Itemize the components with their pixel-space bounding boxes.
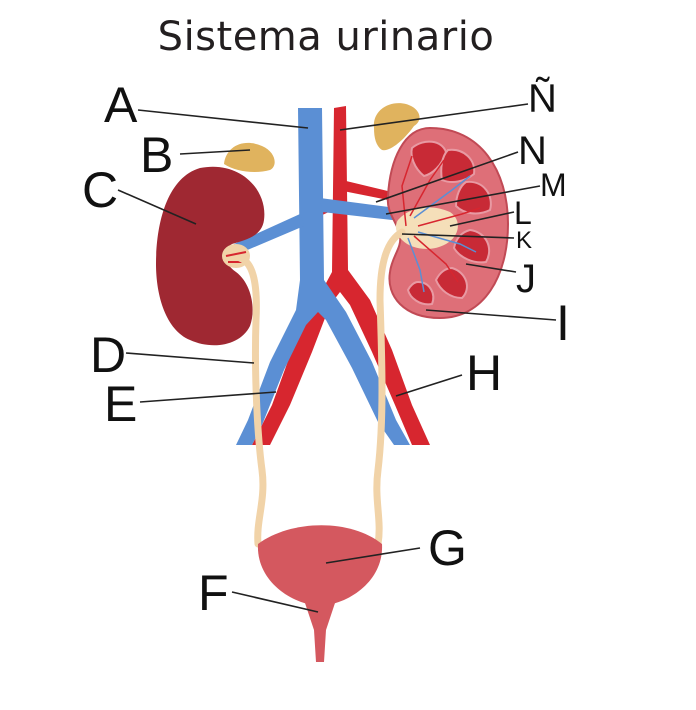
label-I: I bbox=[556, 295, 570, 351]
right-renal-artery bbox=[338, 180, 400, 202]
leader-N-tilde bbox=[339, 103, 529, 131]
leader-lines bbox=[117, 103, 557, 613]
vessels bbox=[234, 106, 430, 445]
leader-F bbox=[231, 591, 319, 613]
leader-M bbox=[385, 185, 541, 215]
vena-cava bbox=[236, 108, 410, 445]
right-adrenal-gland bbox=[373, 103, 420, 151]
leader-E bbox=[139, 391, 277, 403]
leader-G bbox=[325, 547, 421, 564]
leader-I bbox=[425, 309, 557, 321]
label-C: C bbox=[82, 162, 118, 218]
label-N-tilde: Ñ bbox=[528, 76, 557, 121]
aorta bbox=[252, 106, 430, 445]
left-renal-vein bbox=[234, 214, 304, 254]
label-K: K bbox=[516, 227, 532, 254]
label-A: A bbox=[104, 77, 138, 133]
label-L: L bbox=[514, 195, 532, 231]
left-kidney bbox=[156, 166, 265, 346]
label-B: B bbox=[140, 127, 173, 183]
label-F: F bbox=[198, 565, 229, 621]
leader-B bbox=[179, 149, 251, 155]
diagram-title: Sistema urinario bbox=[158, 14, 495, 60]
leader-K bbox=[401, 233, 515, 239]
leader-H bbox=[395, 374, 463, 397]
label-M: M bbox=[540, 167, 567, 203]
label-J: J bbox=[516, 257, 536, 301]
label-G: G bbox=[428, 520, 467, 576]
label-D: D bbox=[90, 327, 126, 383]
label-N: N bbox=[518, 129, 547, 173]
urethra bbox=[304, 600, 336, 662]
bladder bbox=[257, 525, 383, 606]
left-adrenal-gland bbox=[224, 142, 275, 172]
leader-D bbox=[125, 352, 255, 364]
right-ureter bbox=[373, 228, 406, 548]
left-ureter bbox=[236, 254, 267, 548]
leader-N bbox=[375, 151, 519, 203]
right-kidney-section bbox=[386, 126, 510, 320]
interlobar-vessels bbox=[401, 155, 481, 293]
leader-J bbox=[465, 263, 517, 273]
label-E: E bbox=[104, 376, 137, 432]
leader-C bbox=[117, 189, 197, 225]
letter-labels: A B C D E F G H I J K L M N Ñ bbox=[82, 76, 570, 621]
left-kidney-body bbox=[156, 166, 265, 346]
leader-L bbox=[449, 211, 515, 227]
label-H: H bbox=[466, 345, 502, 401]
right-renal-vein bbox=[320, 198, 412, 222]
leader-A bbox=[137, 109, 309, 129]
